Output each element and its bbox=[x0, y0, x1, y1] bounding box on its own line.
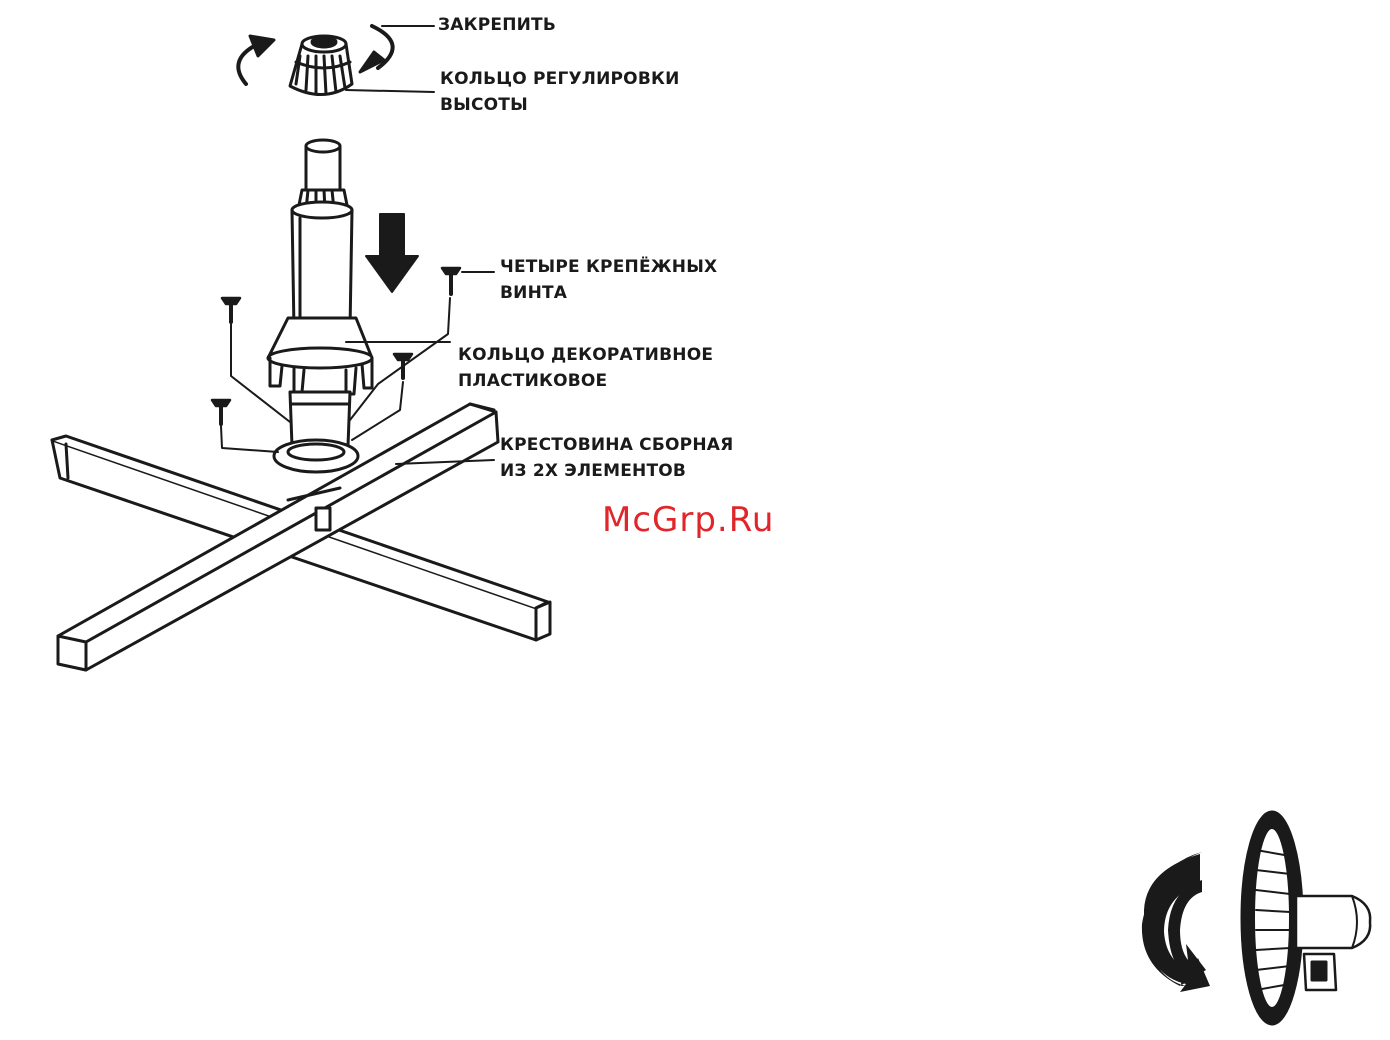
decor-ring bbox=[268, 318, 372, 446]
label-decor-ring: КОЛЬЦО ДЕКОРАТИВНОЕ ПЛАСТИКОВОЕ bbox=[458, 342, 713, 394]
label-base: КРЕСТОВИНА СБОРНАЯ ИЗ 2Х ЭЛЕМЕНТОВ bbox=[500, 432, 733, 484]
screw-icon bbox=[222, 298, 240, 322]
curved-arrow-icon bbox=[1142, 852, 1210, 992]
base-flange bbox=[274, 440, 358, 472]
down-arrow-icon bbox=[366, 214, 418, 292]
label-screws: ЧЕТЫРЕ КРЕПЁЖНЫХ ВИНТА bbox=[500, 254, 717, 306]
height-ring-knob bbox=[290, 36, 352, 95]
screw-icon bbox=[442, 268, 460, 294]
screw-icon bbox=[212, 400, 230, 424]
label-tighten: ЗАКРЕПИТЬ bbox=[438, 12, 556, 38]
pole bbox=[292, 140, 352, 330]
fan-side-icon bbox=[1242, 812, 1370, 1024]
watermark: McGrp.Ru bbox=[602, 500, 774, 540]
cross-bar-2 bbox=[58, 404, 498, 670]
label-height-ring: КОЛЬЦО РЕГУЛИРОВКИ ВЫСОТЫ bbox=[440, 66, 680, 118]
